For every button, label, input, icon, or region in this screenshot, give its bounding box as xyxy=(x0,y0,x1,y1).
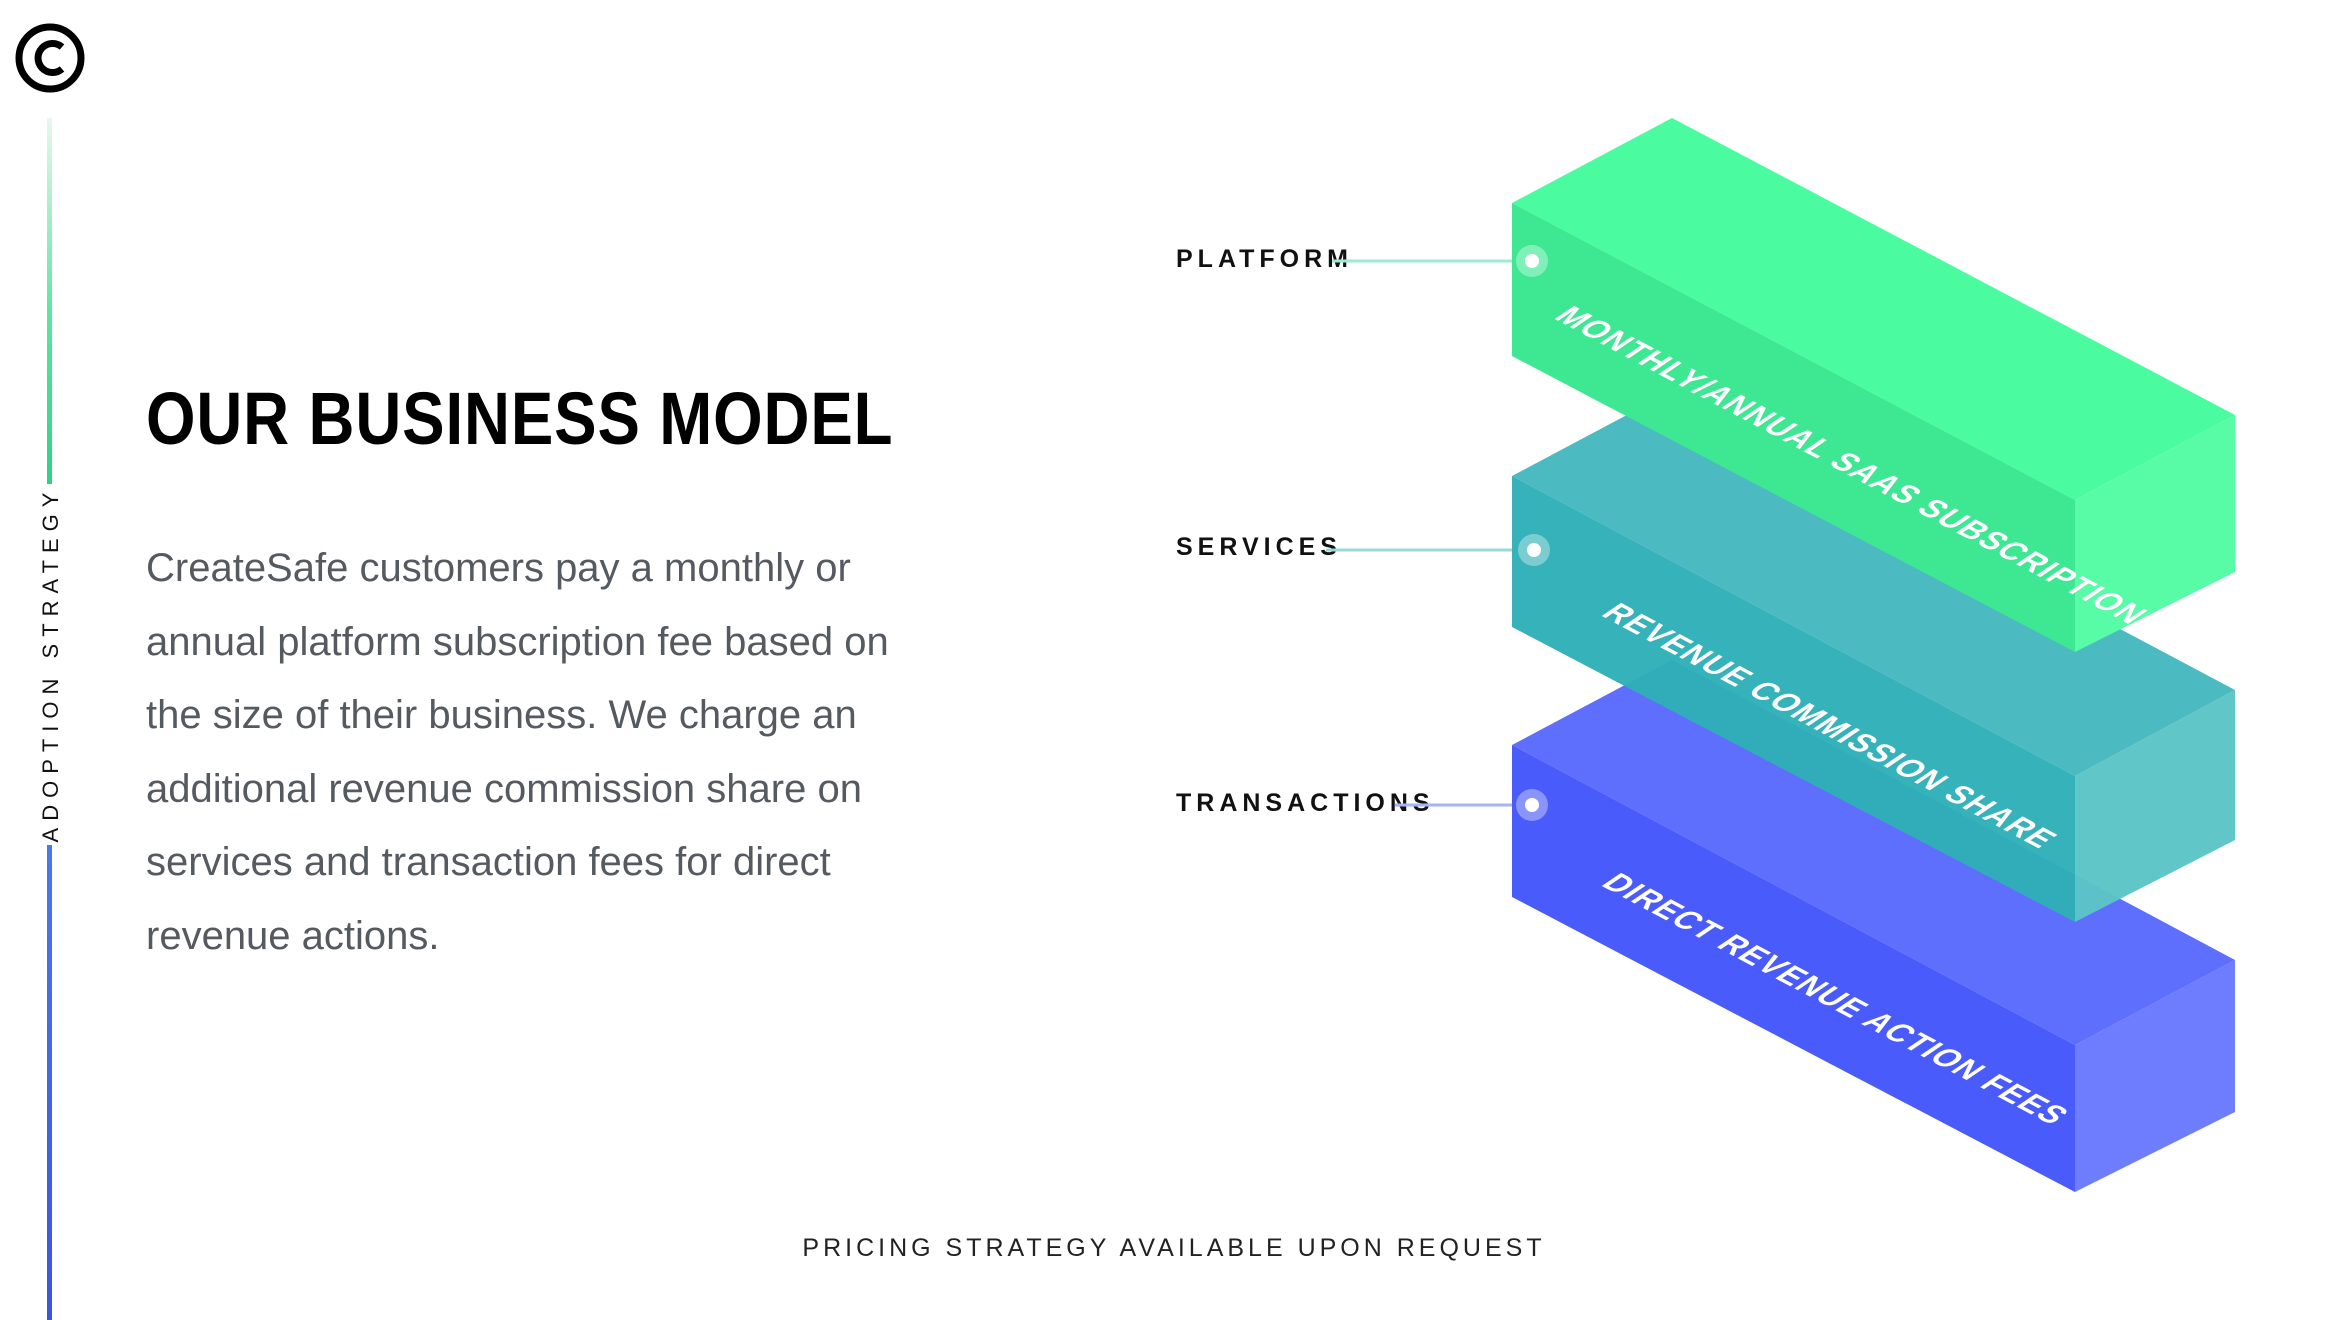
platform-block-top xyxy=(1512,118,2235,500)
services-block-side xyxy=(2075,690,2235,922)
side-rail-top-line xyxy=(47,118,52,484)
business-model-description: CreateSafe customers pay a monthly or an… xyxy=(146,546,889,958)
transactions-block-front xyxy=(1512,745,2075,1192)
transactions-marker-dot xyxy=(1516,789,1548,821)
page-title: OUR BUSINESS MODEL xyxy=(146,377,894,460)
layer-label-transactions: TRANSACTIONS xyxy=(1176,789,1435,817)
transactions-block xyxy=(1512,660,2235,1192)
platform-block xyxy=(1512,118,2235,652)
services-block xyxy=(1512,391,2235,922)
copyright-logo-icon xyxy=(15,23,85,93)
pricing-note: PRICING STRATEGY AVAILABLE UPON REQUEST xyxy=(802,1234,1546,1262)
side-rail-bottom-line xyxy=(47,845,52,1320)
layer-label-services: SERVICES xyxy=(1176,533,1342,561)
platform-marker-dot xyxy=(1516,245,1548,277)
services-marker-dot xyxy=(1518,534,1550,566)
platform-block-front xyxy=(1512,203,2075,652)
transactions-block-side xyxy=(2075,960,2235,1192)
services-block-top xyxy=(1512,391,2235,776)
platform-block-side xyxy=(2075,415,2235,652)
transactions-block-top xyxy=(1512,660,2235,1045)
layer-label-platform: PLATFORM xyxy=(1176,245,1354,273)
services-block-front xyxy=(1512,476,2075,922)
